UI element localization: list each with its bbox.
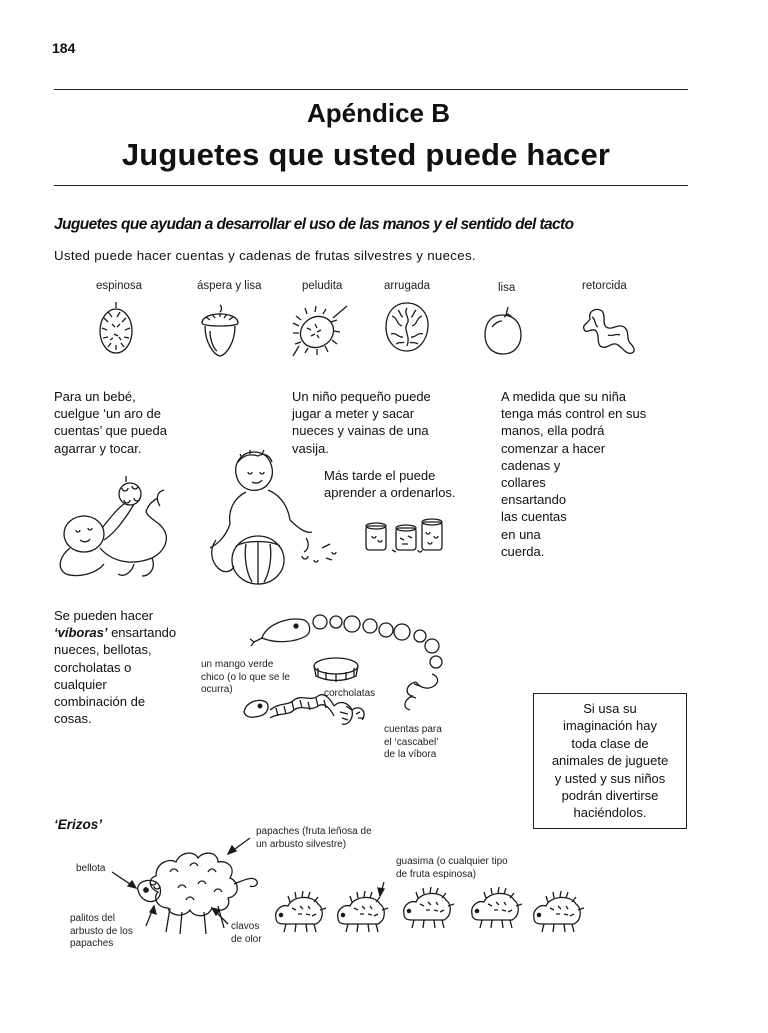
texture-label-twisted: retorcida (582, 280, 627, 292)
callout-line: Si usa su (583, 701, 637, 716)
mango-label-line: un mango verde (201, 659, 274, 670)
child-text-line: nueces y vainas de una (292, 423, 429, 439)
page-title: Juguetes que usted puede hacer (121, 137, 611, 172)
sorting-jars-illustration (365, 518, 443, 553)
smooth-nut-icon (484, 306, 522, 355)
snakes-text: Se pueden hacer ‘víboras’ ensartando nue… (54, 607, 176, 727)
cloves-label-line: clavos (231, 921, 260, 932)
rattle-label-line: de la víbora (384, 749, 437, 760)
callout-line: podrán divertirse (561, 788, 659, 804)
child-text-line: Un niño pequeño puede (292, 389, 431, 404)
child-text: Un niño pequeño puede jugar a meter y sa… (292, 388, 431, 457)
sticks-label: palitos del arbusto de los papaches (70, 913, 133, 951)
child-with-pot-illustration (209, 449, 337, 585)
girl-text-line: ensartando (501, 492, 567, 508)
hedgehogs-heading: ‘Erizos’ (54, 817, 103, 832)
guasima-label: guasima (o cualquier tipo de fruta espin… (396, 856, 508, 881)
snakes-text-line: ‘víboras’ ensartando (54, 624, 176, 641)
rattle-label-line: el ‘cascabel’ (384, 736, 439, 748)
callout-line: y usted y sus niños (554, 770, 666, 786)
appendix-label: Apéndice B (306, 98, 450, 128)
bead-snake-illustration (243, 614, 443, 725)
girl-text-line: A medida que su niña (501, 389, 627, 404)
girl-text-line: manos, ella podrá (501, 423, 605, 439)
rattle-label: cuentas para el ‘cascabel’ de la víbora (384, 724, 442, 762)
snakes-text-rest: ensartando (107, 625, 177, 641)
mango-label-line: ocurra) (201, 684, 233, 695)
rattle-label-line: cuentas para (384, 724, 442, 735)
snakes-text-line: Se pueden hacer (54, 608, 154, 623)
mango-label: un mango verde chico (o lo que se le ocu… (201, 659, 290, 697)
papaches-label-line: un arbusto silvestre) (256, 838, 347, 850)
snakes-text-line: cosas. (54, 711, 92, 727)
texture-label-hairy: peludita (302, 280, 343, 292)
spiky-fruit-icon (99, 302, 133, 354)
intro-text: Usted puede hacer cuentas y cadenas de f… (54, 248, 476, 263)
papaches-label-line: papaches (fruta leñosa de (256, 826, 372, 837)
callout-line: toda clase de (571, 735, 649, 751)
cloves-label: clavos de olor (231, 921, 262, 946)
guasima-label-line: de fruta espinosa) (396, 868, 477, 880)
sticks-label-line: arbusto de los (70, 925, 133, 937)
hairy-seedpod-icon (292, 305, 348, 357)
baby-text-line: cuelgue ‘un aro de (54, 406, 161, 422)
acorn-icon (201, 304, 239, 357)
baby-with-bead-ring-illustration (59, 476, 167, 577)
child-text-line: vasija. (292, 440, 329, 456)
girl-text-line: cuerda. (501, 543, 545, 559)
texture-label-spiky: espinosa (96, 280, 143, 292)
girl-text-line: collares (501, 475, 546, 491)
texture-label-wrinkled: arrugada (384, 280, 431, 292)
small-hedgehogs-illustration (275, 881, 585, 933)
snakes-text-line: corcholatas o (54, 659, 132, 675)
girl-text-line: tenga más control en sus (501, 406, 647, 422)
acorn-label: bellota (76, 863, 106, 874)
small-hedgehog (275, 890, 327, 933)
girl-text-line: en una (501, 526, 541, 542)
hedgehog-toy-illustration (111, 837, 258, 935)
mango-label-line: chico (o lo que se le (201, 671, 290, 683)
snakes-text-line: nueces, bellotas, (54, 642, 152, 658)
later-text-line: aprender a ordenarlos. (324, 485, 456, 501)
girl-text-line: las cuentas (501, 509, 567, 525)
guasima-label-line: guasima (o cualquier tipo (396, 856, 508, 867)
callout-line: haciéndolos. (573, 805, 647, 821)
top-rule (54, 89, 688, 90)
bottlecaps-label: corcholatas (324, 688, 376, 699)
baby-text-line: cuentas’ que pueda (54, 423, 168, 439)
texture-label-rough-smooth: áspera y lisa (197, 280, 262, 292)
walnut-icon (385, 302, 429, 352)
twisted-pod-icon (582, 308, 635, 354)
sticks-label-line: papaches (70, 938, 114, 949)
later-text: Más tarde el puede aprender a ordenarlos… (324, 467, 456, 501)
child-text-line: jugar a meter y sacar (292, 406, 415, 422)
texture-label-smooth: lisa (498, 282, 516, 294)
baby-text: Para un bebé, cuelgue ‘un aro de cuentas… (54, 388, 167, 457)
callout-line: imaginación hay (563, 718, 657, 734)
title-rule (54, 185, 688, 186)
later-text-line: Más tarde el puede (324, 468, 436, 483)
cloves-label-line: de olor (231, 933, 262, 945)
imagination-callout: Si usa su imaginación hay toda clase de … (533, 693, 687, 829)
snakes-text-line: combinación de (54, 694, 146, 710)
section-heading: Juguetes que ayudan a desarrollar el uso… (54, 216, 574, 233)
page-number: 184 (52, 40, 76, 56)
sticks-label-line: palitos del (70, 913, 116, 924)
snakes-text-line: cualquier (54, 676, 107, 692)
girl-text-line: comenzar a hacer (501, 440, 606, 456)
snakes-bold-term: ‘víboras’ (54, 625, 108, 641)
girl-text: A medida que su niña tenga más control e… (501, 388, 646, 560)
baby-text-line: Para un bebé, (54, 389, 136, 404)
callout-line: animales de juguete (551, 753, 669, 769)
baby-text-line: agarrar y tocar. (54, 440, 142, 456)
girl-text-line: cadenas y (501, 457, 561, 473)
papaches-label: papaches (fruta leñosa de un arbusto sil… (256, 826, 372, 851)
